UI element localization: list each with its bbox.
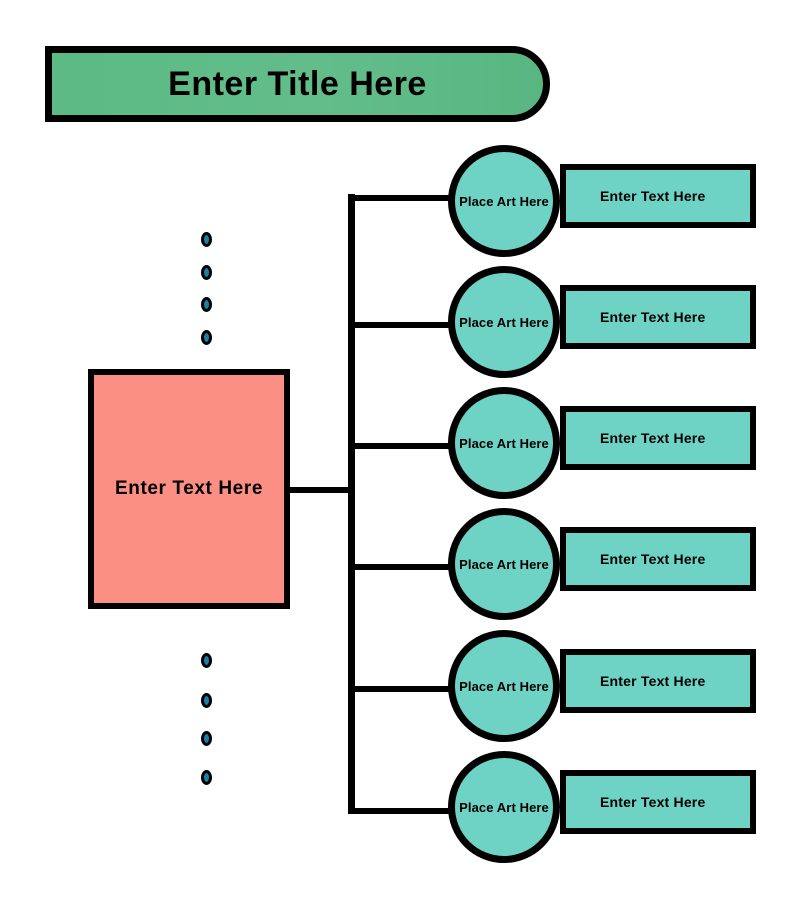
decor-dot-upper-1 xyxy=(201,232,212,247)
branch-art-circle-label-3: Place Art Here xyxy=(459,435,549,451)
branch-text-box-5[interactable]: Enter Text Here xyxy=(560,649,756,713)
branch-text-box-6[interactable]: Enter Text Here xyxy=(560,770,756,834)
decor-dot-upper-3 xyxy=(201,297,212,312)
main-node-box[interactable]: Enter Text Here xyxy=(88,369,290,609)
diagram-title-banner[interactable]: Enter Title Here xyxy=(45,46,550,122)
connector-trunk xyxy=(348,194,355,811)
branch-art-circle-4[interactable]: Place Art Here xyxy=(448,508,560,620)
branch-text-box-2[interactable]: Enter Text Here xyxy=(560,285,756,349)
connector-branch-3 xyxy=(348,443,460,449)
decor-dot-lower-1 xyxy=(201,653,212,668)
diagram-title-text: Enter Title Here xyxy=(168,64,427,103)
decor-dot-lower-2 xyxy=(201,693,212,708)
branch-art-circle-2[interactable]: Place Art Here xyxy=(448,266,560,378)
branch-art-circle-label-2: Place Art Here xyxy=(459,314,549,330)
branch-art-circle-label-4: Place Art Here xyxy=(459,556,549,572)
connector-branch-1 xyxy=(348,195,460,201)
decor-dot-upper-2 xyxy=(201,265,212,280)
branch-text-box-label-1: Enter Text Here xyxy=(600,188,706,204)
main-node-label: Enter Text Here xyxy=(114,478,264,499)
branch-text-box-3[interactable]: Enter Text Here xyxy=(560,406,756,470)
branch-art-circle-3[interactable]: Place Art Here xyxy=(448,387,560,499)
branch-text-box-label-4: Enter Text Here xyxy=(600,551,706,567)
branch-art-circle-5[interactable]: Place Art Here xyxy=(448,630,560,742)
branch-text-box-label-2: Enter Text Here xyxy=(600,309,706,325)
decor-dot-lower-4 xyxy=(201,770,212,785)
connector-branch-2 xyxy=(348,322,460,328)
decor-dot-lower-3 xyxy=(201,731,212,746)
branch-text-box-label-5: Enter Text Here xyxy=(600,673,706,689)
branch-art-circle-1[interactable]: Place Art Here xyxy=(448,145,560,257)
connector-branch-6 xyxy=(348,808,460,814)
connector-branch-5 xyxy=(348,686,460,692)
connector-main-stub xyxy=(287,487,353,493)
branch-text-box-label-6: Enter Text Here xyxy=(600,794,706,810)
branch-text-box-4[interactable]: Enter Text Here xyxy=(560,527,756,591)
branch-art-circle-label-1: Place Art Here xyxy=(459,193,549,209)
branch-text-box-1[interactable]: Enter Text Here xyxy=(560,164,756,228)
branch-art-circle-6[interactable]: Place Art Here xyxy=(448,751,560,863)
decor-dot-upper-4 xyxy=(201,330,212,345)
branch-art-circle-label-6: Place Art Here xyxy=(459,799,549,815)
branch-art-circle-label-5: Place Art Here xyxy=(459,678,549,694)
branch-text-box-label-3: Enter Text Here xyxy=(600,430,706,446)
connector-branch-4 xyxy=(348,564,460,570)
